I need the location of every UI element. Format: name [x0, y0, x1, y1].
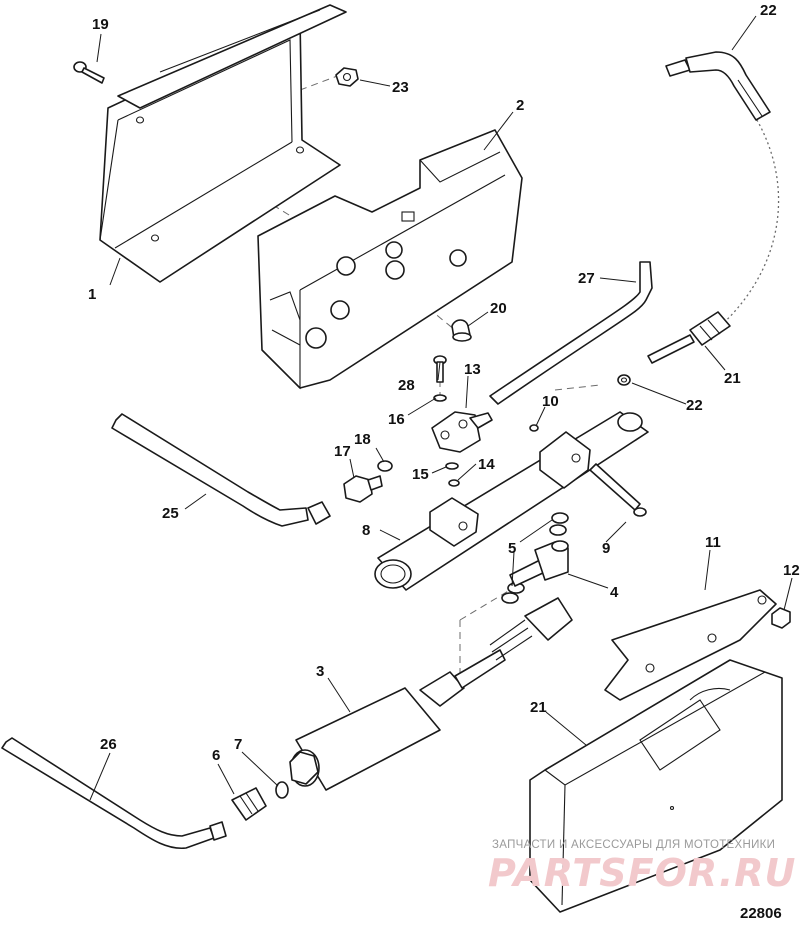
callout-26: 25 — [162, 505, 179, 522]
callout-4: 4 — [610, 584, 619, 601]
bolt-28 — [433, 355, 447, 383]
callout-22-top: 22 — [760, 2, 777, 19]
fitting-6 — [231, 787, 267, 821]
callout-19: 19 — [92, 16, 109, 33]
callout-3: 3 — [316, 663, 324, 680]
fuel-line-lower — [647, 311, 731, 364]
callout-17: 17 — [334, 443, 351, 460]
washer-7 — [275, 781, 289, 799]
callout-24: 23 — [392, 79, 409, 96]
callout-9: 9 — [602, 540, 610, 557]
fuel-rail-part — [374, 411, 649, 591]
fuel-line-27 — [1, 737, 227, 850]
watermark-tagline: ЗАПЧАСТИ И АКСЕССУАРЫ ДЛЯ МОТОТЕХНИКИ — [492, 839, 775, 851]
bracket-part — [99, 4, 347, 283]
fitting-17 — [343, 475, 383, 503]
housing-part — [257, 129, 523, 390]
screw-part — [73, 61, 105, 84]
callout-25: 27 — [578, 270, 595, 287]
watermark: ЗАПЧАСТИ И АКСЕССУАРЫ ДЛЯ МОТОТЕХНИКИ PA… — [488, 839, 796, 895]
washer-14 — [448, 479, 460, 487]
callout-14: 14 — [478, 456, 495, 473]
callout-11: 11 — [705, 534, 721, 551]
bent-tube-part — [489, 261, 653, 405]
callout-15: 15 — [412, 466, 429, 483]
fuel-line-top — [665, 51, 771, 121]
callout-labels: 19 23 2 1 22 27 20 13 28 16 18 17 15 14 … — [88, 2, 800, 764]
figure-number: 22806 — [740, 905, 782, 922]
washer-23 — [617, 374, 631, 386]
callout-16: 16 — [388, 411, 405, 428]
callout-18: 18 — [354, 431, 371, 448]
callout-13: 13 — [464, 361, 481, 378]
callout-20: 20 — [490, 300, 507, 317]
nut-part — [335, 67, 359, 87]
clip-15 — [445, 462, 459, 470]
reservoir-21 — [529, 659, 783, 913]
callout-21: 21 — [530, 699, 547, 716]
leader-lines — [89, 15, 793, 801]
elbow-fitting-4 — [509, 540, 569, 587]
nut-12 — [771, 607, 791, 629]
oring-18 — [377, 460, 393, 472]
callout-28: 28 — [398, 377, 415, 394]
watermark-brand: PARTSFOR.RU — [488, 851, 796, 895]
screw-9 — [589, 463, 647, 517]
callout-7: 7 — [234, 736, 242, 753]
screw-10 — [529, 424, 539, 432]
callout-23: 22 — [686, 397, 703, 414]
callout-6: 6 — [212, 747, 220, 764]
callout-2: 2 — [516, 97, 524, 114]
plug-part — [451, 319, 472, 342]
callout-27: 26 — [100, 736, 117, 753]
callout-5: 5 — [508, 540, 516, 557]
callout-12: 12 — [783, 562, 800, 579]
orings-5 — [501, 512, 569, 604]
callout-22-lower: 21 — [724, 370, 741, 387]
callout-8: 8 — [362, 522, 370, 539]
fuel-pump-part — [289, 597, 573, 791]
valve-13 — [431, 411, 493, 453]
callout-10: 10 — [542, 393, 559, 410]
fuel-line-26 — [111, 413, 331, 527]
callout-1: 1 — [88, 286, 96, 303]
bracket-plate-11 — [604, 589, 777, 701]
washer-16 — [433, 394, 447, 402]
